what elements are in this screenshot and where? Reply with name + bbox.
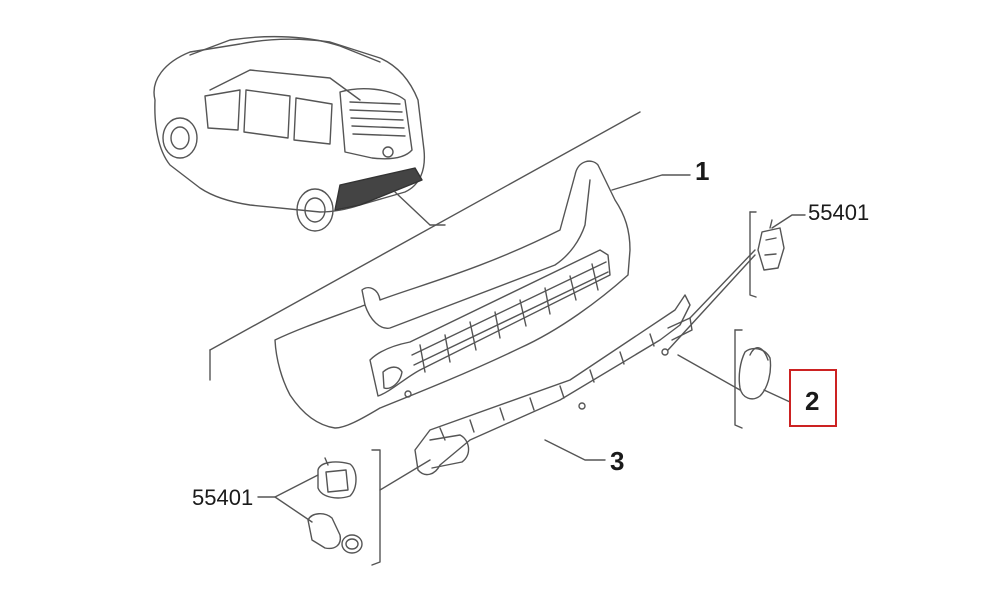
callout-label-part-3: 3 bbox=[610, 446, 625, 476]
part-2-tow-hook-cover bbox=[677, 329, 791, 429]
part-1-bumper-fascia bbox=[274, 160, 691, 429]
callout-label-ref-top: 55401 bbox=[808, 200, 870, 225]
highlight-box-part-2 bbox=[789, 369, 837, 427]
part-55401-top-bracket bbox=[667, 211, 806, 351]
callout-label-part-1: 1 bbox=[695, 156, 710, 186]
part-3-lower-valance bbox=[414, 294, 693, 476]
vehicle-illustration bbox=[153, 35, 641, 381]
part-55401-bottom-bracket bbox=[257, 449, 431, 566]
callout-label-part-2: 2 bbox=[805, 386, 820, 416]
callout-label-ref-bottom: 55401 bbox=[192, 485, 254, 510]
